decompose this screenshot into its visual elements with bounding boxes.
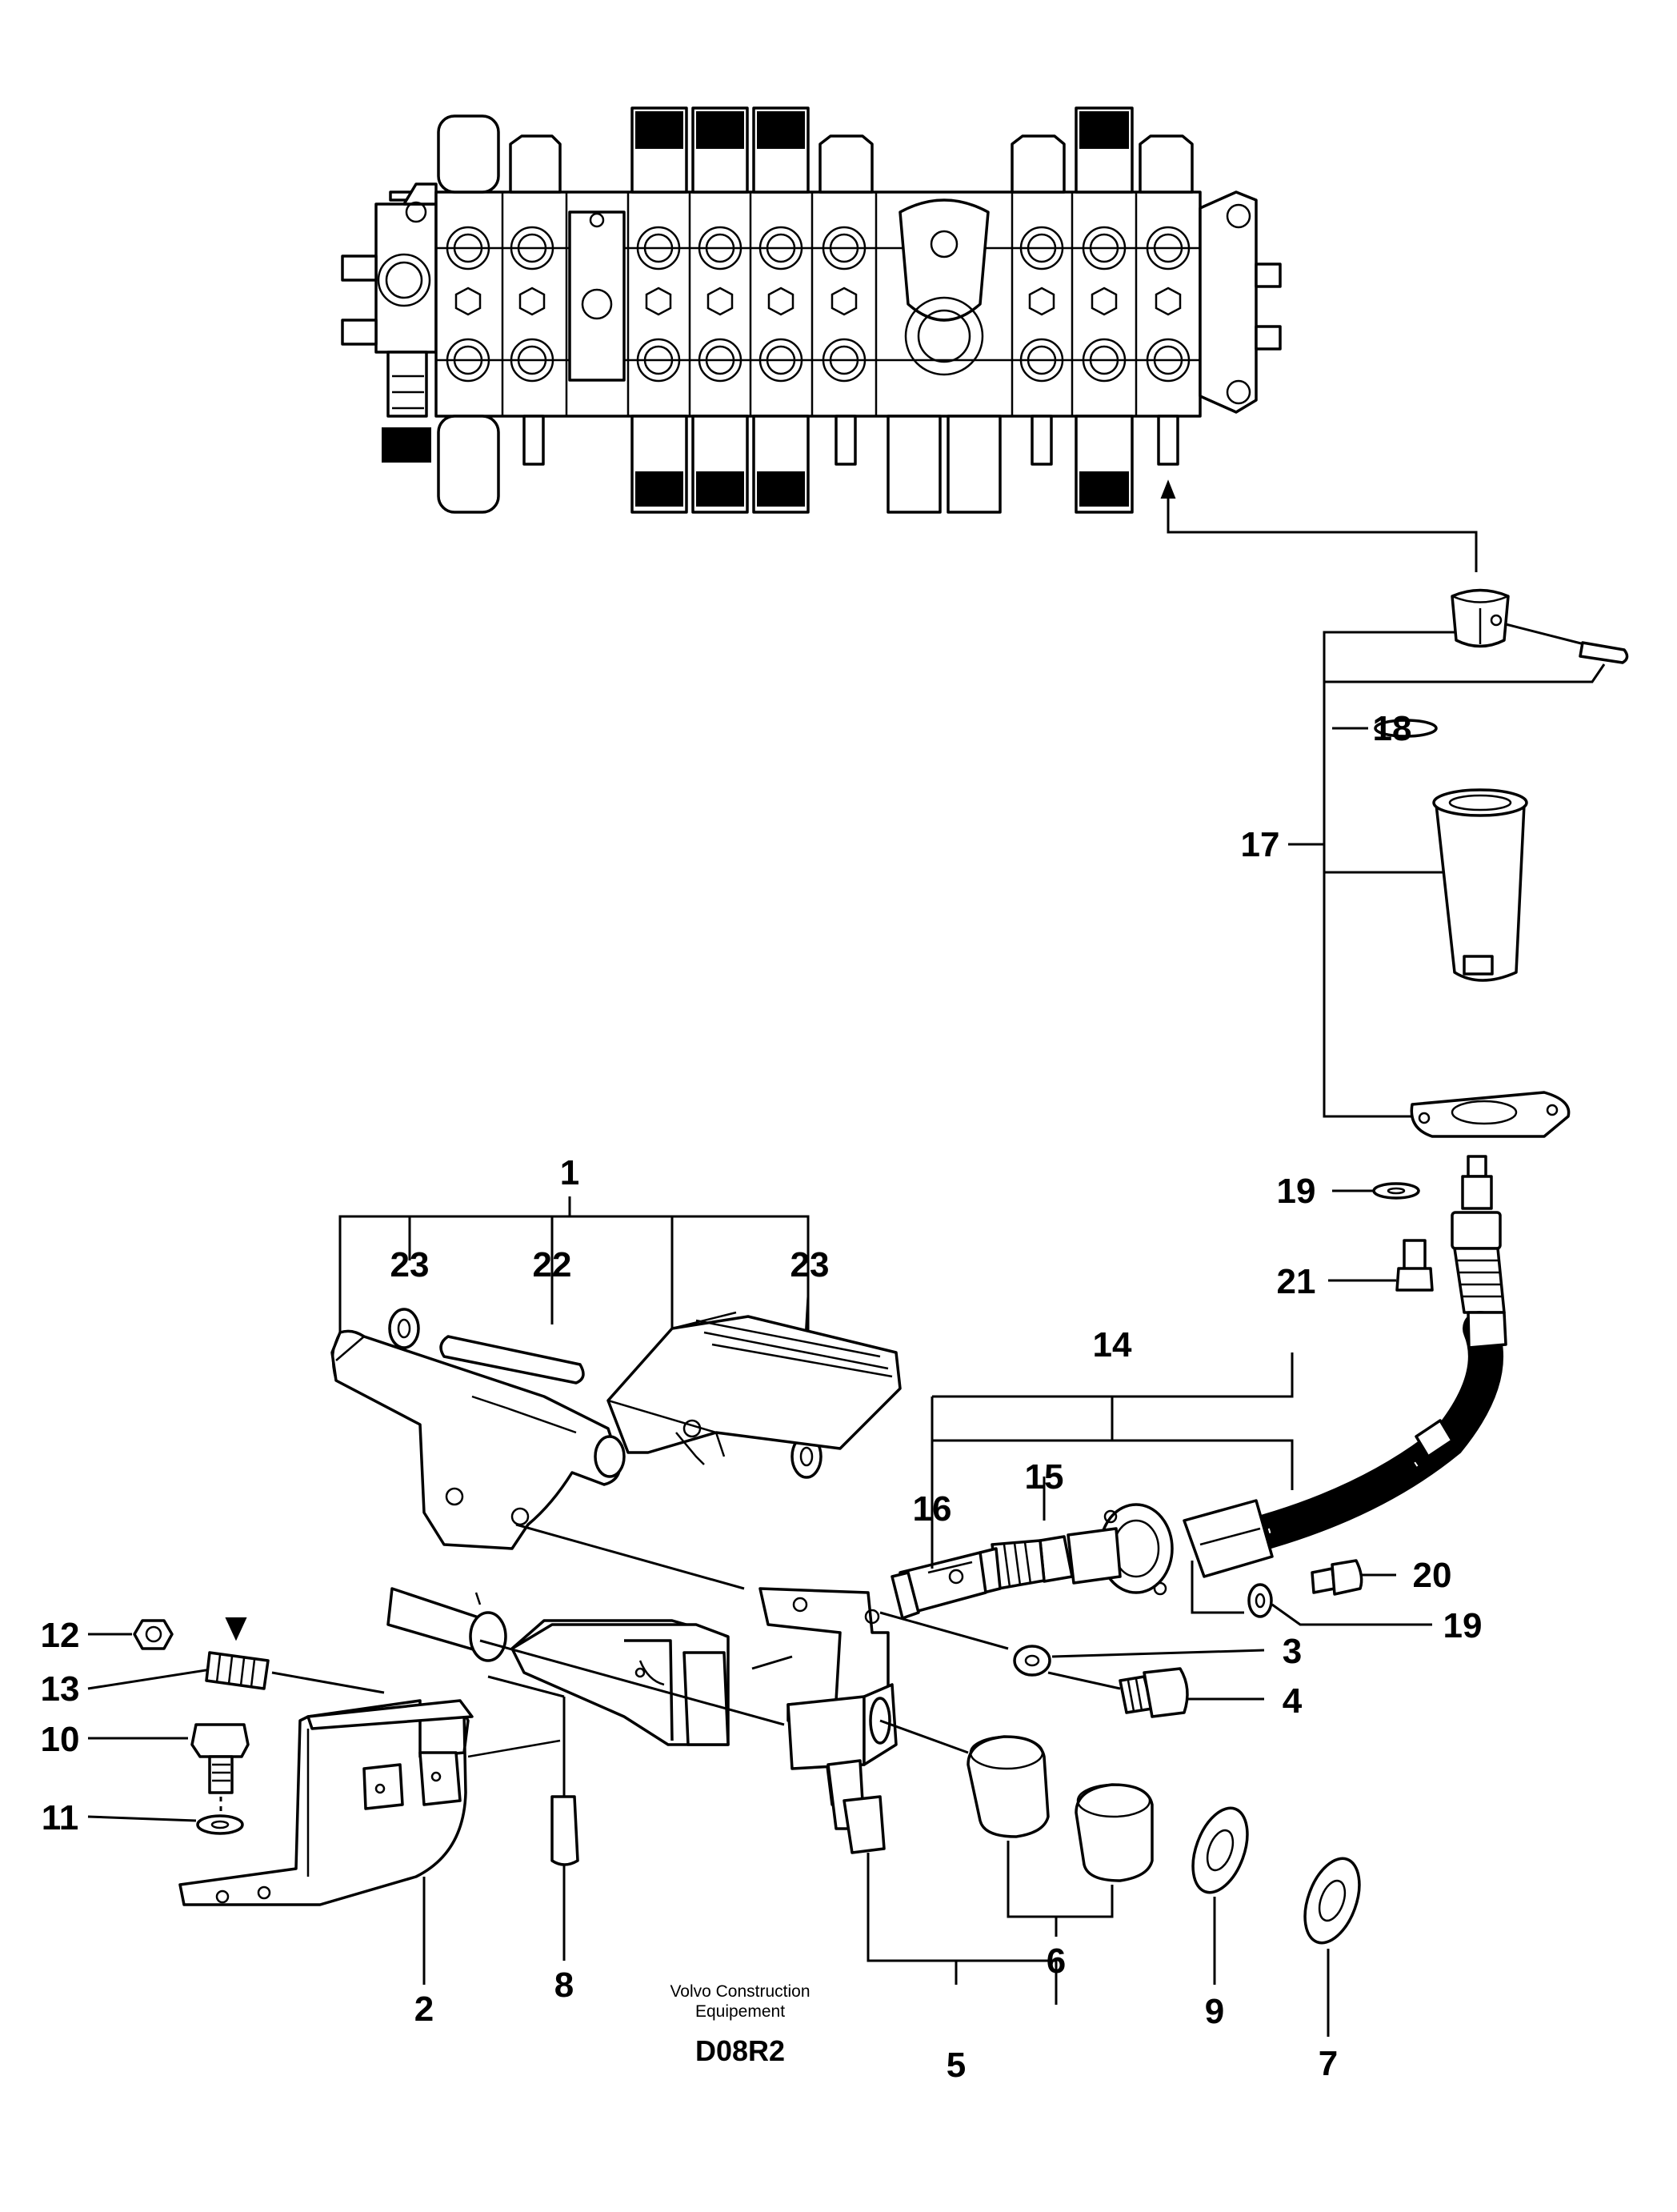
label-part-15: 15 bbox=[1025, 1457, 1064, 1497]
label-part-20: 20 bbox=[1413, 1556, 1452, 1595]
label-part-23-right: 23 bbox=[790, 1245, 830, 1284]
label-part-8: 8 bbox=[554, 1966, 574, 2005]
diagram-code: D08R2 bbox=[695, 2034, 785, 2067]
label-part-3: 3 bbox=[1283, 1632, 1302, 1671]
sensor-housing-assembly bbox=[1288, 588, 1629, 1292]
label-part-19-upper: 19 bbox=[1277, 1172, 1316, 1211]
credit-line-1: Volvo Construction bbox=[670, 1982, 810, 2001]
pedal-assembly bbox=[330, 1196, 902, 1550]
control-cable bbox=[891, 1155, 1507, 1626]
label-part-19-lower: 19 bbox=[1443, 1606, 1483, 1645]
label-part-6: 6 bbox=[1047, 1942, 1066, 1981]
label-part-5: 5 bbox=[947, 2046, 966, 2085]
credit-line-2: Equipement bbox=[695, 2002, 785, 2021]
diagram-footer: Volvo Construction Equipement D08R2 bbox=[670, 1982, 810, 2067]
part-number-labels: 1 23 22 23 14 15 16 17 18 19 21 20 19 3 … bbox=[41, 709, 1483, 2085]
label-part-10: 10 bbox=[41, 1720, 80, 1759]
label-part-13: 13 bbox=[41, 1669, 80, 1709]
label-part-11: 11 bbox=[42, 1798, 79, 1837]
label-part-22: 22 bbox=[533, 1245, 572, 1284]
label-part-7: 7 bbox=[1319, 2044, 1338, 2083]
label-part-21: 21 bbox=[1277, 1262, 1316, 1301]
base-bracket-and-shaft bbox=[178, 1523, 1121, 1961]
hardware bbox=[87, 1617, 1361, 2037]
label-part-1: 1 bbox=[560, 1153, 579, 1192]
label-part-2: 2 bbox=[414, 1990, 434, 2029]
control-valve-block bbox=[341, 106, 1478, 572]
label-part-4: 4 bbox=[1283, 1681, 1303, 1721]
label-part-17: 17 bbox=[1241, 825, 1280, 864]
label-part-23-left: 23 bbox=[390, 1245, 430, 1284]
label-part-16: 16 bbox=[913, 1489, 952, 1529]
label-part-14: 14 bbox=[1093, 1325, 1132, 1364]
label-part-12: 12 bbox=[41, 1616, 80, 1655]
label-part-18: 18 bbox=[1373, 709, 1412, 748]
label-part-9: 9 bbox=[1205, 1992, 1224, 2031]
